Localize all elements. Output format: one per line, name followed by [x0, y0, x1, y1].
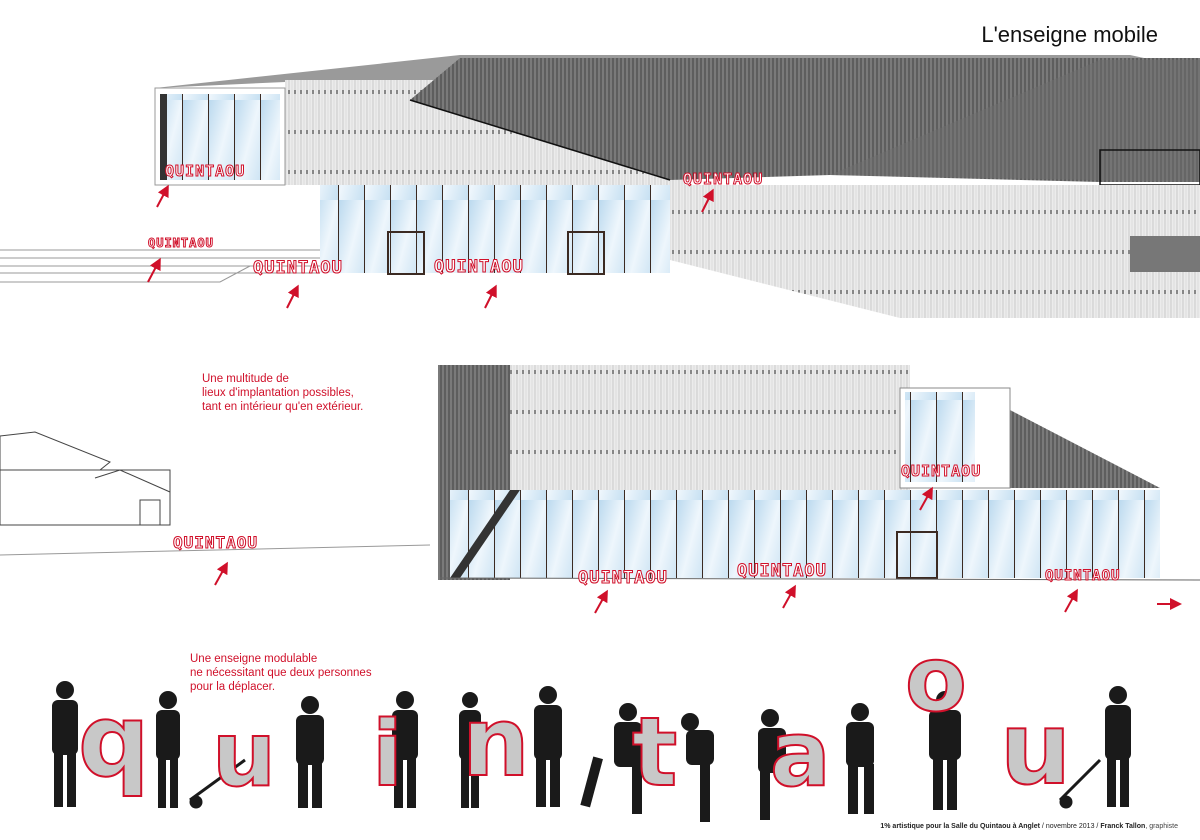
credit-role: , graphiste — [1145, 823, 1178, 830]
quintaou-signs: QUINTAOU QUINTAOU QUINTAOU QUINTAOU QUIN… — [148, 162, 1120, 589]
sign-entrance-left: QUINTAOU — [253, 258, 343, 278]
caption-line: pour la déplacer. — [190, 681, 276, 693]
letter-a: a — [770, 702, 831, 807]
sign-mezzanine: QUINTAOU — [901, 462, 981, 480]
credit-author: Franck Tallon — [1100, 823, 1146, 830]
letter-o: o — [905, 627, 967, 732]
letter-i: i — [372, 702, 403, 807]
sign-lobby-right: QUINTAOU — [1045, 568, 1120, 584]
arrow-icon — [214, 561, 228, 586]
sign-lobby-left: QUINTAOU — [578, 568, 668, 588]
letter-t: t — [632, 698, 677, 808]
arrow-icon — [147, 257, 161, 283]
dollies — [189, 758, 1102, 809]
letter-u-2: u — [1000, 690, 1071, 807]
credit-project: 1% artistique pour la Salle du Quintaou … — [880, 823, 1040, 830]
sign-lobby-center: QUINTAOU — [737, 561, 827, 581]
sign-outdoor: QUINTAOU — [173, 533, 258, 552]
credit-date: / novembre 2013 / — [1039, 823, 1101, 830]
letter-u: u — [212, 702, 276, 807]
caption-line: tant en intérieur qu'en extérieur. — [202, 401, 364, 413]
caption-line: Une multitude de — [202, 373, 289, 385]
caption-modular: Une enseigne modulable ne nécessitant qu… — [190, 652, 372, 694]
arrow-icon — [156, 184, 169, 208]
sign-entrance-right: QUINTAOU — [434, 257, 524, 277]
letter-q: q — [78, 682, 150, 799]
sign-upper-box: QUINTAOU — [165, 162, 245, 180]
letter-n: n — [462, 688, 530, 798]
silhouettes — [52, 681, 1131, 822]
caption-line: lieux d'implantation possibles, — [202, 387, 354, 399]
arrow-icon — [484, 284, 497, 309]
arrow-icon — [782, 584, 796, 609]
caption-locations: Une multitude de lieux d'implantation po… — [202, 372, 363, 414]
page-title: L'enseigne mobile — [981, 22, 1158, 47]
middle-elevation — [0, 365, 1200, 581]
arrow-icon — [1064, 588, 1078, 613]
caption-line: ne nécessitant que deux personnes — [190, 667, 372, 679]
sign-upper-right: QUINTAOU — [683, 170, 763, 188]
neighbour-house — [0, 431, 171, 526]
location-arrows — [147, 184, 1182, 614]
arrow-icon — [919, 486, 933, 511]
arrow-icon — [701, 188, 714, 213]
sign-steps: QUINTAOU — [148, 236, 214, 250]
arrow-icon — [594, 589, 608, 614]
credit-line: 1% artistique pour la Salle du Quintaou … — [880, 822, 1178, 831]
caption-line: Une enseigne modulable — [190, 653, 318, 665]
top-elevation — [0, 55, 1200, 318]
arrow-icon — [286, 284, 299, 309]
people-letters: q u i n t a o u — [52, 626, 1131, 822]
